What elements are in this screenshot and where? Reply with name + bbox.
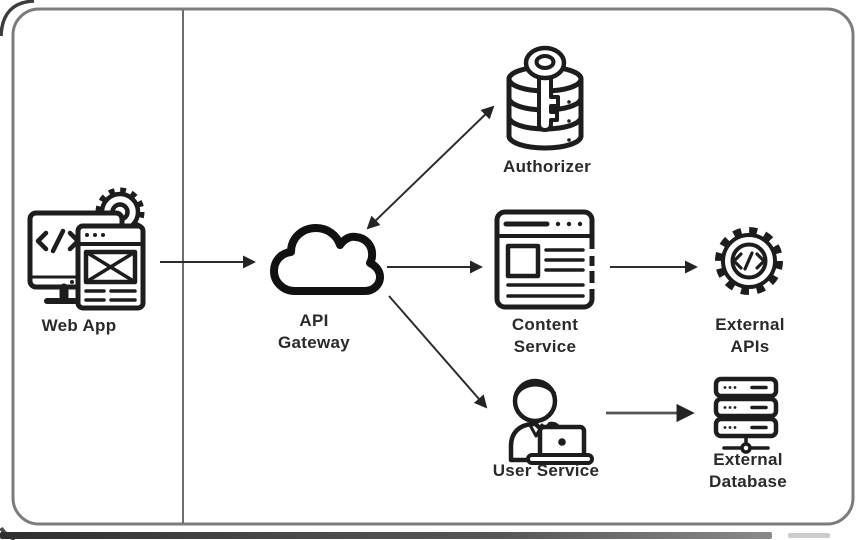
code-chevron-left xyxy=(35,230,49,252)
cloud-icon xyxy=(270,224,384,295)
node-label-external-database: External Database xyxy=(709,449,787,493)
database-key-icon xyxy=(506,45,584,151)
label-line: Service xyxy=(513,337,577,356)
label-line: External xyxy=(715,315,785,334)
node-label-api-gateway: API Gateway xyxy=(278,310,350,354)
node-label-content-service: Content Service xyxy=(512,314,578,358)
code-chevron-right xyxy=(755,252,766,270)
bottom-edge-artifact xyxy=(0,532,772,539)
node-label-authorizer: Authorizer xyxy=(503,156,591,178)
label-line: APIs xyxy=(730,337,770,356)
label-line: External xyxy=(713,450,783,469)
gear-code-icon xyxy=(715,227,783,295)
label-line: API xyxy=(299,311,329,330)
arrow-gateway-to-user-service xyxy=(388,295,488,409)
label-line: Gateway xyxy=(277,333,351,352)
label-line: Authorizer xyxy=(503,157,591,176)
browser-thumbnail-icon xyxy=(75,223,146,311)
corner-artifact-top-left xyxy=(0,0,35,37)
arrow-gateway-authorizer-bidirectional xyxy=(366,105,495,230)
key-icon xyxy=(523,45,567,132)
label-line: Content xyxy=(511,315,579,334)
node-label-external-apis: External APIs xyxy=(715,314,785,358)
code-slash xyxy=(50,228,66,254)
hair-swoosh xyxy=(514,382,556,398)
label-line: User Service xyxy=(492,461,600,480)
bottom-edge-artifact-right xyxy=(788,533,830,538)
label-line: Web App xyxy=(41,316,117,335)
person-laptop-icon xyxy=(508,378,594,465)
code-chevron-left xyxy=(732,252,743,270)
node-label-user-service: User Service xyxy=(493,460,600,482)
browser-window-icon xyxy=(494,209,595,310)
node-label-web-app: Web App xyxy=(42,315,117,337)
code-slash xyxy=(743,251,754,271)
label-line: Database xyxy=(709,472,787,491)
panel-border xyxy=(11,7,855,526)
edges-layer xyxy=(160,105,698,423)
laptop-icon xyxy=(526,424,594,465)
server-rack-icon xyxy=(713,376,779,454)
webapp-monitor-icon xyxy=(27,187,146,311)
